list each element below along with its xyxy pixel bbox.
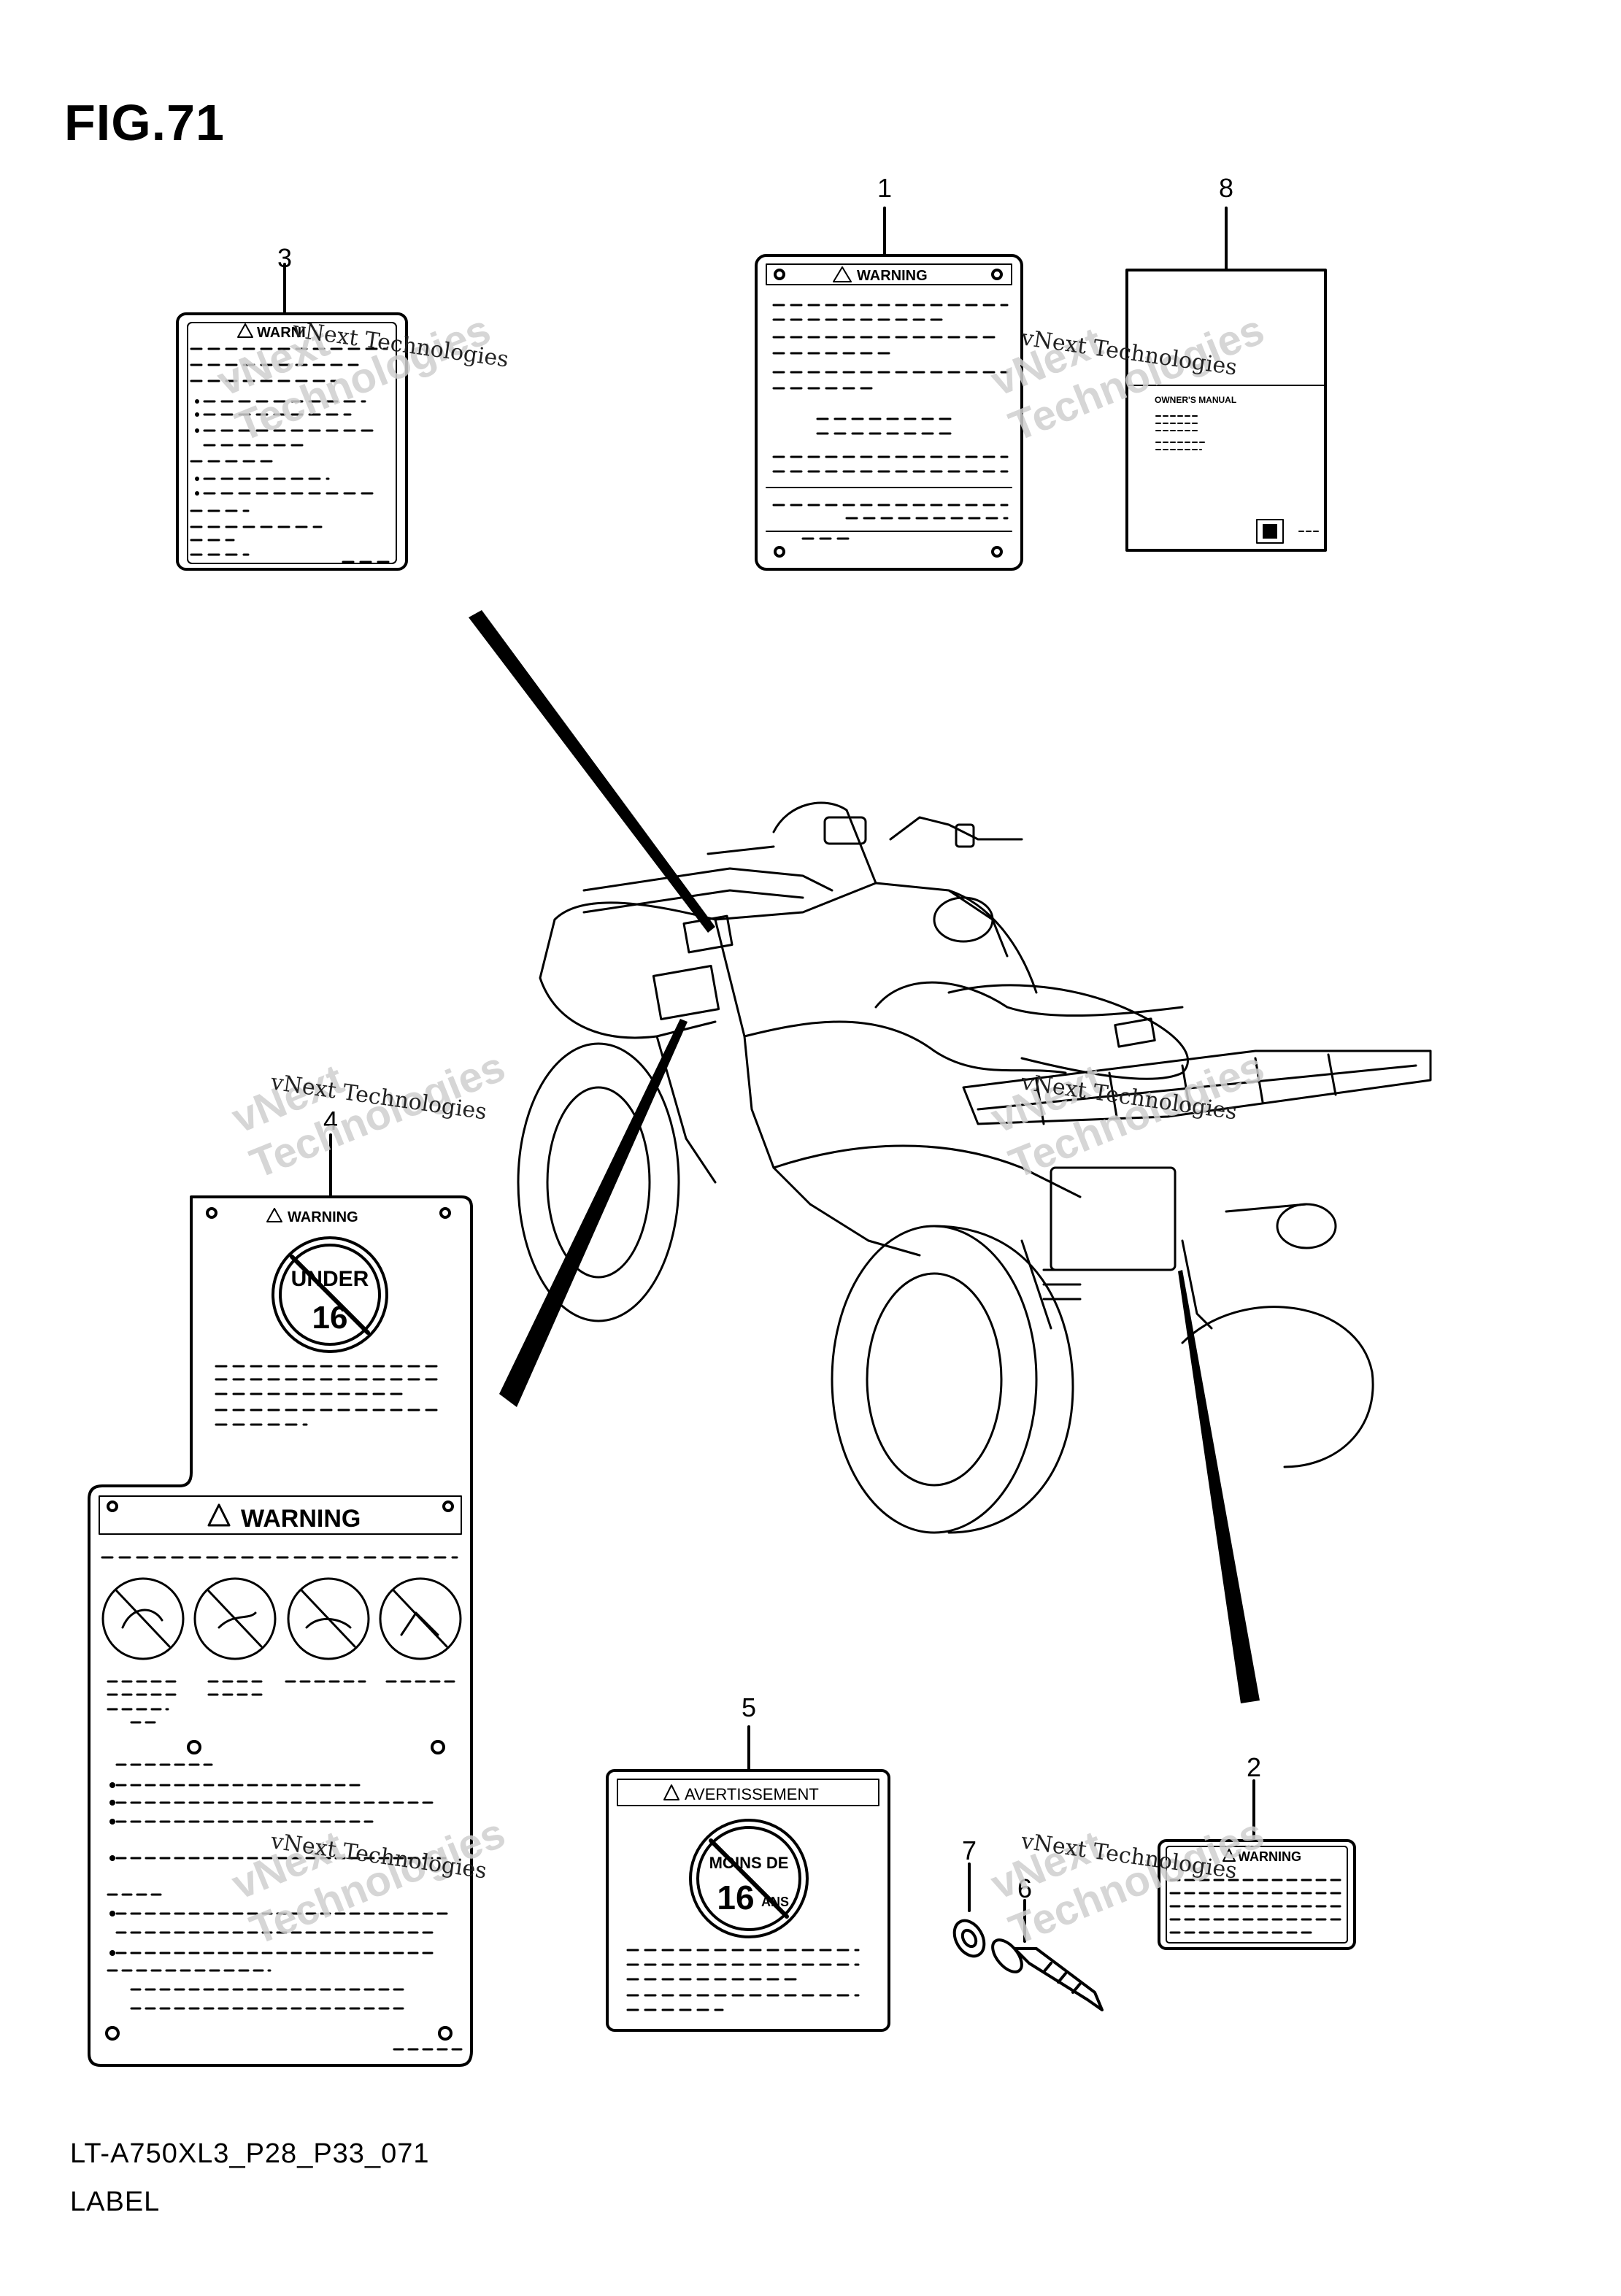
pointer-wedge-left [499, 1019, 688, 1407]
callout-1: 1 [877, 173, 892, 203]
figure-title: FIG.71 [64, 94, 225, 151]
figure-code: LT-A750XL3_P28_P33_071 [70, 2138, 430, 2169]
callout-8: 8 [1219, 173, 1233, 203]
label-4-under-text: UNDER [291, 1267, 369, 1291]
owners-manual-part-8 [1125, 207, 1327, 552]
callout-5: 5 [742, 1692, 756, 1722]
label-4-age: 16 [312, 1300, 348, 1336]
label-2-heading: WARNING [1238, 1849, 1301, 1864]
figure-name: LABEL [70, 2187, 161, 2217]
label-part-2 [1158, 1779, 1356, 1950]
label-1-heading: WARNING [857, 268, 928, 284]
label-part-5 [606, 1725, 890, 2032]
washer-part-7 [952, 1862, 986, 1958]
atv-illustration [517, 801, 1432, 1534]
pointer-wedge-right [1178, 1270, 1260, 1703]
label-4-heading-main: WARNING [241, 1505, 361, 1533]
label-5-heading: AVERTISSEMENT [685, 1785, 819, 1803]
label-3-heading: WARNI [257, 325, 306, 341]
label-4-heading-top: WARNING [288, 1209, 358, 1225]
label-5-moins-de: MOINS DE [709, 1854, 789, 1872]
callout-4: 4 [323, 1106, 338, 1136]
label-5-ans: ANS [761, 1895, 789, 1909]
label-part-1 [755, 207, 1023, 571]
label-part-4 [88, 1133, 473, 2067]
callout-6: 6 [1017, 1873, 1032, 1903]
label-part-3 [176, 263, 408, 571]
label-8-title: OWNER'S MANUAL [1155, 395, 1236, 405]
callout-2: 2 [1247, 1752, 1261, 1782]
rivet-part-6 [991, 1899, 1104, 2011]
pointer-wedge-top [469, 610, 715, 933]
label-5-age: 16 [717, 1879, 754, 1916]
callout-7: 7 [962, 1835, 977, 1865]
callout-3: 3 [277, 243, 292, 273]
